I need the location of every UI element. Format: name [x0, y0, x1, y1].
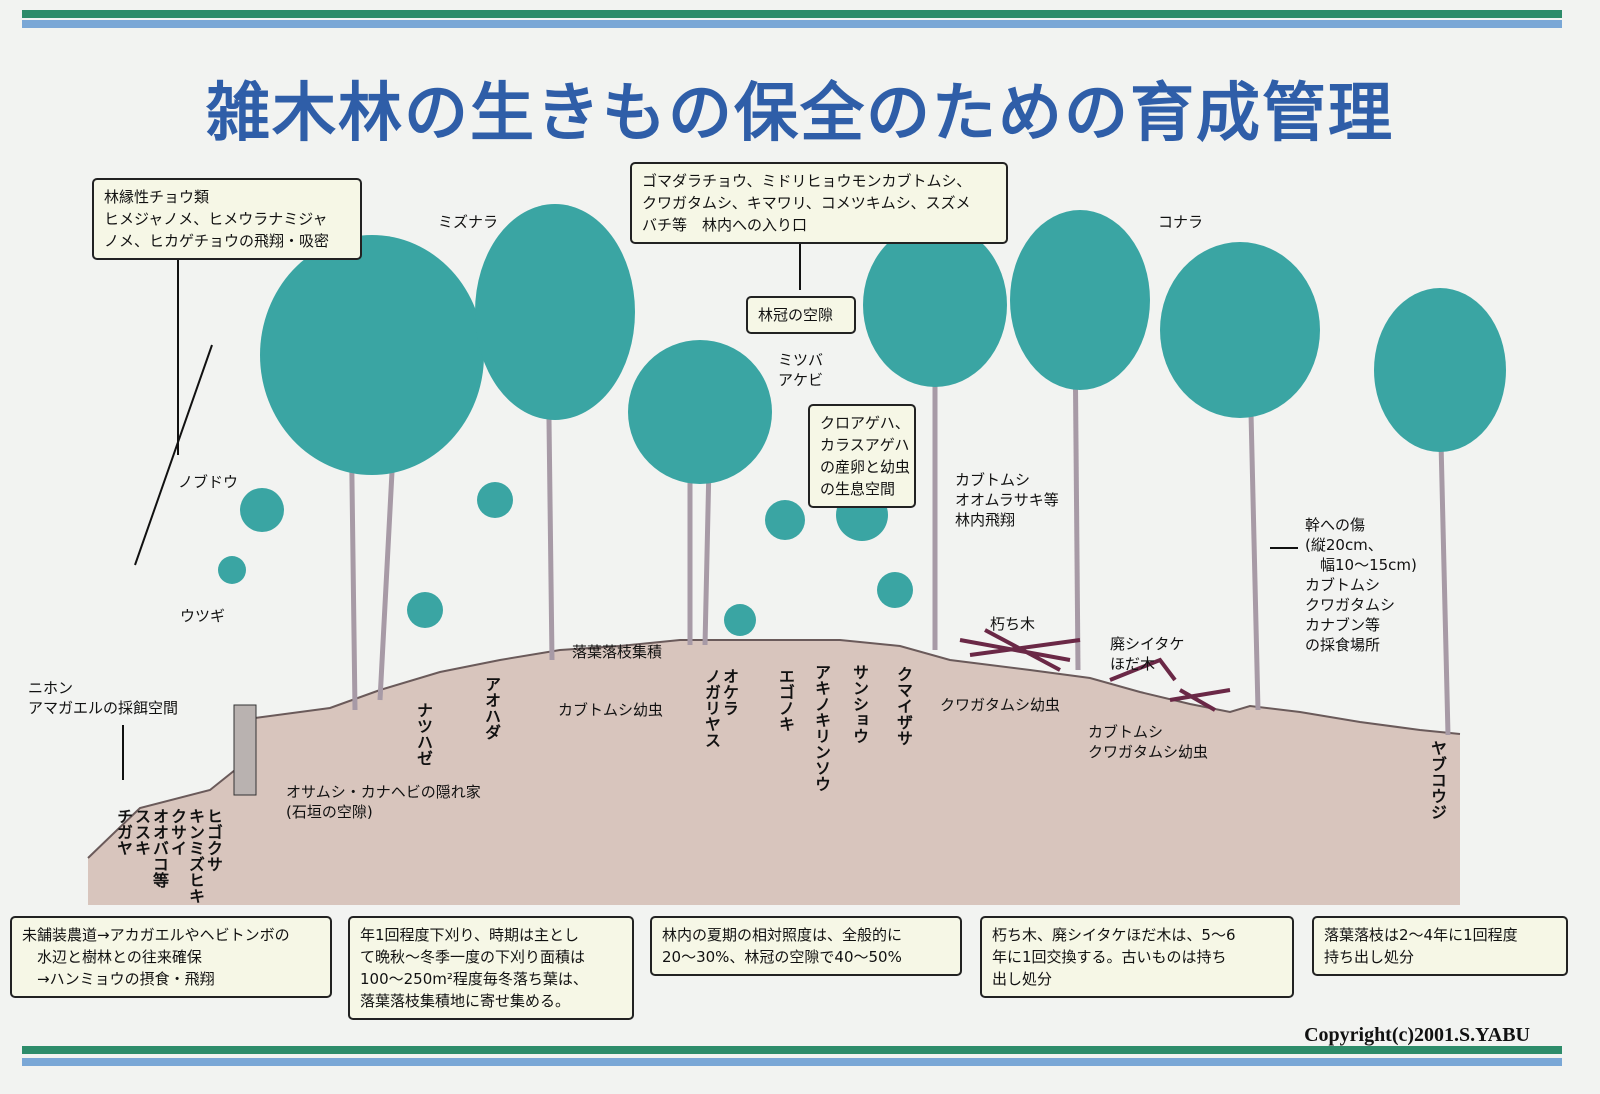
label-frog: ニホン アマガエルの採餌空間 — [28, 679, 179, 717]
note-illuminance: 林内の夏期の相対照度は、全般的に 20～30%、林冠の空隙で40～50% — [650, 916, 962, 976]
label-litter-pile: 落葉落枝集積 — [572, 643, 663, 661]
stone-wall — [233, 704, 257, 796]
canopy-konara-1 — [863, 223, 1007, 387]
shrub-ground — [724, 604, 756, 636]
label-utsugi: ウツギ — [180, 607, 226, 625]
shrub-nobudou — [240, 488, 284, 532]
label-trunk-damage: 幹への傷 (縦20cm、 幅10～15cm) カブトムシ クワガタムシ カナブン… — [1305, 516, 1417, 654]
vlabel-sanshou: サンショウ — [850, 664, 869, 744]
shrub-natsuhaze — [407, 592, 443, 628]
shiitake-logs — [1109, 657, 1231, 712]
top-stripe-blue — [22, 20, 1562, 28]
canopy-konara-3 — [1160, 242, 1320, 418]
rotten-wood-piles — [959, 628, 1231, 712]
label-larva-3: カブトムシ クワガタムシ幼虫 — [1088, 723, 1209, 761]
note-rotten-wood: 朽ち木、廃シイタケほだ木は、5～6 年に1回交換する。古いものは持ち 出し処分 — [980, 916, 1294, 998]
note-farm-road: 未舗装農道→アカガエルやヘビトンボの 水辺と樹林との往来確保 →ハンミョウの摂食… — [10, 916, 332, 998]
ground — [88, 640, 1460, 905]
note-mowing: 年1回程度下刈り、時期は主とし て晩秋～冬季一度の下刈り面積は 100～250m… — [348, 916, 634, 1020]
callout-gap-insects: ゴマダラチョウ、ミドリヒョウモンカブトムシ、 クワガタムシ、キマワリ、コメツキム… — [630, 162, 1008, 244]
shrub-aohada — [477, 482, 513, 518]
shrub-utsugi — [218, 556, 246, 584]
note-litter: 落葉落枝は2～4年に1回程度 持ち出し処分 — [1312, 916, 1568, 976]
callout-butterflies: 林縁性チョウ類 ヒメジャノメ、ヒメウラナミジャ ノメ、ヒカゲチョウの飛翔・吸密 — [92, 178, 362, 260]
label-konara: コナラ — [1158, 213, 1204, 231]
bottom-stripe-blue — [22, 1058, 1562, 1066]
label-nobudou: ノブドウ — [178, 473, 239, 491]
rotten-wood — [959, 628, 1081, 672]
label-shiitake-log: 廃シイタケ ほだ木 — [1110, 635, 1185, 673]
vlabel-kumaizasa: クマイザサ — [894, 666, 913, 746]
canopy-konara-2 — [1010, 210, 1150, 390]
label-mizunara: ミズナラ — [438, 213, 499, 231]
vlabel-egonoki: エゴノキ — [776, 668, 795, 732]
label-mitsuba-akebi: ミツバ アケビ — [778, 351, 824, 389]
shrub-kumaizasa — [877, 572, 913, 608]
top-stripe-green — [22, 10, 1562, 18]
callout-canopy-gap: 林冠の空隙 — [746, 296, 856, 334]
canopy-middle — [628, 340, 772, 484]
trunk-right — [1437, 399, 1451, 736]
vlabel-aohada: アオハダ — [482, 676, 501, 740]
page-title: 雑木林の生きもの保全のための育成管理 — [206, 77, 1394, 151]
copyright: Copyright(c)2001.S.YABU — [1304, 1024, 1530, 1046]
shrub-sanshou — [765, 500, 805, 540]
canopy-mizunara-2 — [475, 204, 635, 420]
tree-canopies — [260, 204, 1506, 484]
trunk-konara-3 — [1247, 369, 1261, 711]
vlabel-yabukouji: ヤブコウジ — [1428, 740, 1447, 820]
label-flying: カブトムシ オオムラサキ等 林内飛翔 — [955, 471, 1059, 529]
label-larva-2: クワガタムシ幼虫 — [940, 696, 1061, 714]
arrow-butterfly-line — [134, 344, 213, 566]
vlabel-okera-nogariyasu: オケラ ノガリヤス — [702, 668, 739, 748]
vlabel-akinokirinsou: アキノキリンソウ — [812, 664, 831, 792]
canopy-right — [1374, 288, 1506, 452]
canopy-mizunara-1 — [260, 235, 484, 475]
label-hideout: オサムシ・カナヘビの隠れ家 (石垣の空隙) — [286, 783, 481, 821]
callout-swallowtail: クロアゲハ、 カラスアゲハ の産卵と幼虫 の生息空間 — [808, 404, 916, 508]
vlabel-grasses: ヒゴクサ キンミズヒキ クサイ オオバコ等 ススキ チガヤ — [114, 808, 223, 904]
vlabel-natsuhaze: ナツハゼ — [414, 702, 433, 766]
label-larva-1: カブトムシ幼虫 — [558, 701, 664, 719]
label-rotten-wood: 朽ち木 — [990, 615, 1036, 633]
bottom-stripe-green — [22, 1046, 1562, 1054]
